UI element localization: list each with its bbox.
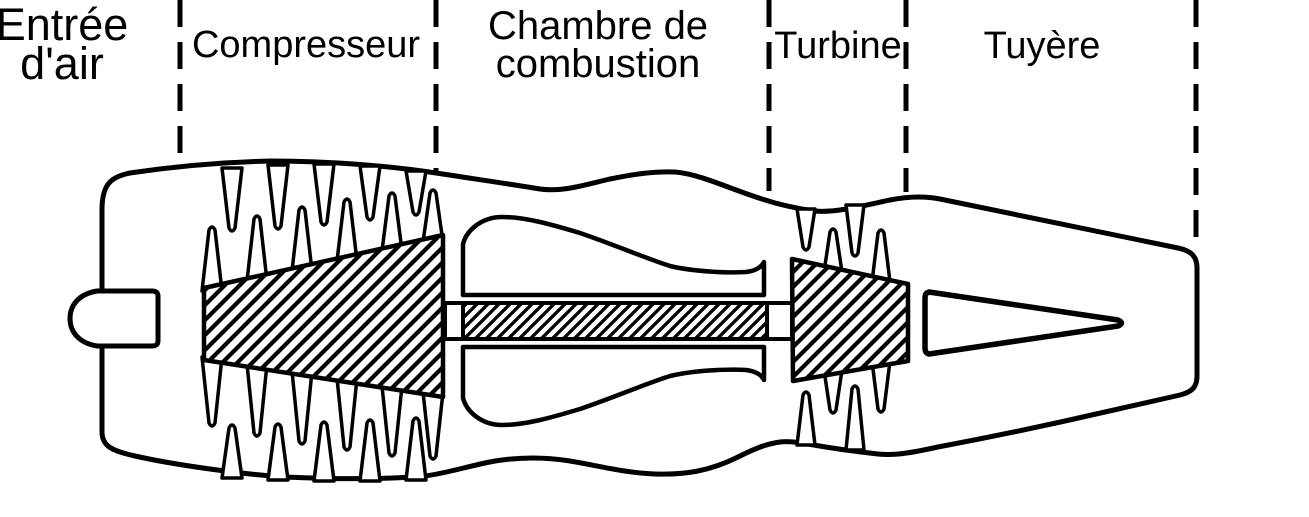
compressor-rotor-blades-bottom [200, 355, 445, 461]
turbine-disc [789, 256, 911, 384]
compressor-stator-vanes-bottom [220, 416, 428, 483]
section-label-compressor: Compresseur [191, 24, 421, 66]
section-label-combustion-chamber: Chambre de combustion [487, 4, 709, 86]
turbine-stator-vane [844, 203, 866, 258]
section-label-nozzle: Tuyère [983, 25, 1101, 67]
section-dividers [177, 0, 1199, 238]
turbine-rotor-blade [870, 228, 892, 284]
turbine-rotor-blade [822, 368, 844, 415]
combustion-liner-lower [460, 344, 767, 428]
turbine-stator-vane [795, 207, 817, 252]
turbine-blades-bottom [795, 359, 892, 452]
turbine-rotor-blade [870, 359, 892, 414]
section-label-turbine: Turbine [774, 25, 902, 67]
turbine-rotor-blade [822, 227, 844, 274]
turbine-stator-vane [844, 384, 866, 452]
compressor-stator-vanes-top [220, 162, 428, 233]
exhaust-cone [922, 289, 1125, 357]
turbine-stator-vane [795, 390, 817, 447]
inlet-bullet [67, 288, 161, 349]
compressor-drum [201, 232, 446, 400]
combustion-liner-upper [460, 214, 767, 298]
turbine-blades-top [795, 203, 892, 284]
compressor-rotor-blades-top [200, 188, 445, 293]
drive-shaft [443, 301, 794, 341]
section-label-air-intake: Entrée d'air [0, 0, 129, 90]
